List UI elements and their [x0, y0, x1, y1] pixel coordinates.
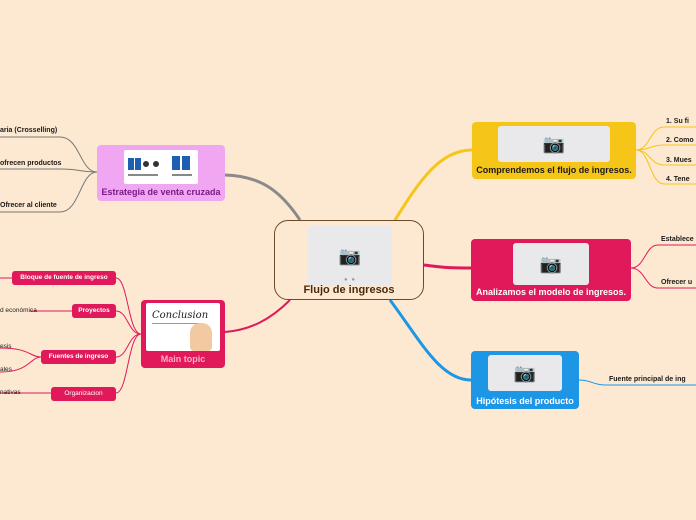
camera-icon: 📷 [338, 246, 362, 266]
topic-label: Main topic [160, 354, 206, 364]
image-placeholder: 📷 [488, 355, 562, 391]
topic-label: Estrategia de venta cruzada [101, 187, 221, 197]
topic-label: Analizamos el modelo de ingresos. [475, 287, 627, 297]
subtopic-item[interactable]: Ofrecer u [661, 279, 693, 286]
leaf-text[interactable]: d económica [0, 307, 37, 314]
subtopic-item[interactable]: 1. Su fi [666, 118, 689, 125]
conclusion-image: Conclusion [146, 303, 220, 351]
subtopic-item[interactable]: Establece [661, 236, 694, 243]
connector-central-yellow [393, 148, 473, 221]
camera-icon: 📷 [542, 134, 566, 154]
camera-icon: 📷 [539, 254, 563, 274]
subtopic-pill[interactable]: Bloque de fuente de ingreso [12, 271, 116, 285]
central-topic-label: Flujo de ingresos [303, 284, 395, 296]
subtopic-pill[interactable]: Organizacion [51, 387, 116, 401]
topic-label: Comprendemos el flujo de ingresos. [476, 165, 632, 175]
product-image [124, 150, 198, 184]
subtopic-pill[interactable]: Fuentes de ingreso [41, 350, 116, 364]
subtopic-item[interactable]: Ofrecer al cliente [0, 202, 57, 209]
subtopic-pill[interactable]: Proyectos [72, 304, 116, 318]
topic-estrategia[interactable]: Estrategia de venta cruzada [97, 145, 225, 201]
central-topic[interactable]: 📷 ● ● Flujo de ingresos [274, 220, 424, 300]
image-placeholder: 📷 ● ● [308, 226, 392, 286]
connector-central-maintopic [224, 299, 291, 333]
connector-central-blue [388, 299, 472, 382]
topic-label: Hipótesis del producto [476, 396, 574, 406]
image-placeholder: 📷 [498, 126, 610, 162]
subtopic-item[interactable]: aria (Crosselling) [0, 127, 58, 134]
subtopic-item[interactable]: 4. Tene [666, 176, 690, 183]
topic-main[interactable]: Conclusion Main topic [141, 300, 225, 368]
connector-central-lilac [224, 173, 302, 221]
image-placeholder: 📷 [513, 243, 589, 285]
camera-icon: 📷 [513, 363, 537, 383]
subtopic-item[interactable]: 2. Como [666, 137, 694, 144]
topic-hipotesis[interactable]: 📷 Hipótesis del producto [471, 351, 579, 409]
leaf-text[interactable]: nativas [0, 389, 21, 396]
hand-icon [190, 323, 212, 351]
connector-central-pink [423, 263, 472, 270]
subtopic-item[interactable]: 3. Mues [666, 157, 692, 164]
conclusion-text: Conclusion [152, 310, 209, 321]
topic-comprendemos[interactable]: 📷 Comprendemos el flujo de ingresos. [472, 122, 636, 179]
leaf-text[interactable]: esis [0, 343, 12, 350]
subtopic-item[interactable]: Fuente principal de ing [609, 376, 686, 383]
leaf-text[interactable]: ales [0, 366, 12, 373]
topic-analizamos[interactable]: 📷 Analizamos el modelo de ingresos. [471, 239, 631, 301]
subtopic-item[interactable]: ofrecen productos [0, 160, 62, 167]
